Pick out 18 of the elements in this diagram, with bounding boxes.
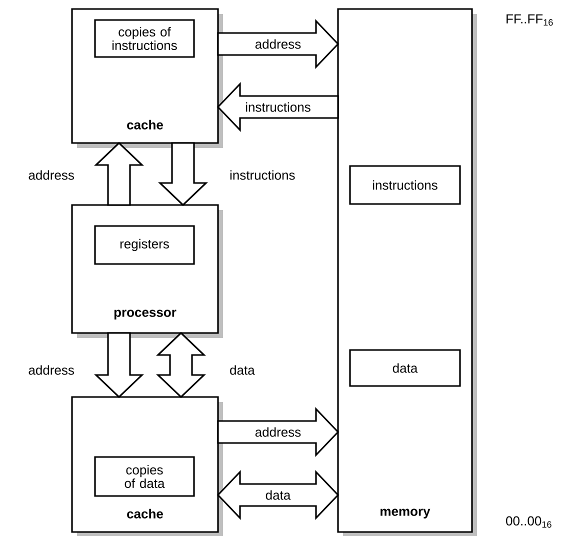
edge-label: instructions [230,170,295,180]
text-box: data [349,349,461,387]
address-label: FF..FF$_{16}$ [506,14,553,26]
edge-label: address [28,170,74,180]
block-arrow [94,332,144,398]
edge-label: data [230,365,255,375]
edge-label: data [264,489,292,501]
text-box: instructions [349,165,461,205]
edge-label: address [254,38,302,50]
edge-label: address [28,365,74,375]
address-label: 00..00$_{16}$ [506,516,552,528]
edge-label: instructions [244,101,312,113]
edge-label: address [254,426,302,438]
text-box: copies of data [94,456,195,497]
block-arrow [158,142,208,206]
text-box: copies of instructions [94,19,195,58]
text-box: registers [94,225,195,265]
block-arrow [94,142,144,206]
